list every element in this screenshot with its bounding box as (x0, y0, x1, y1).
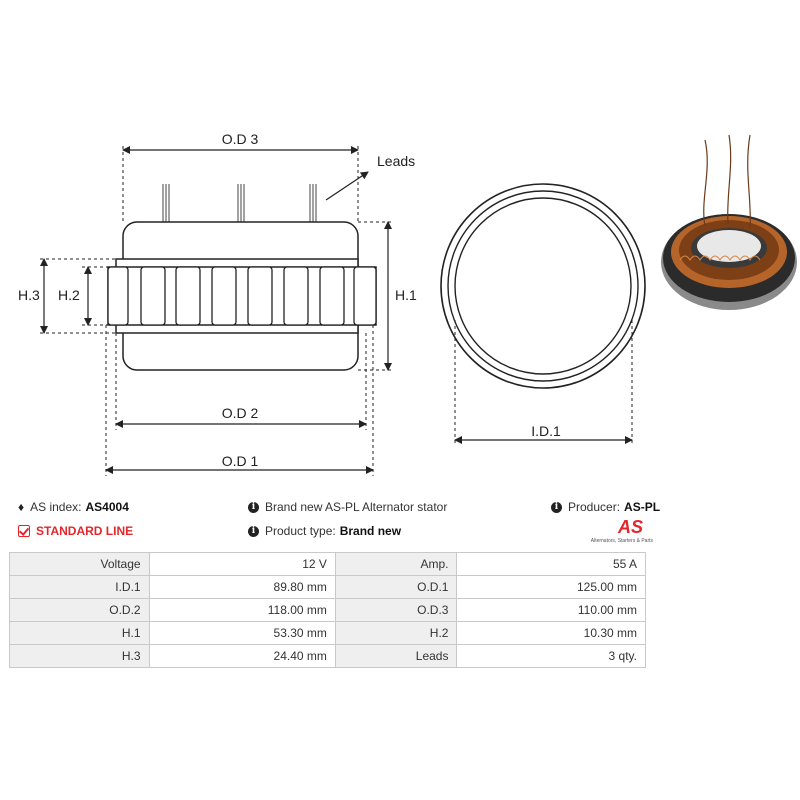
as-index: ♦ AS index: AS4004 (18, 500, 129, 514)
stator-top-view (440, 183, 646, 389)
check-square-icon (18, 525, 30, 537)
h2-label: H.2 (58, 287, 80, 303)
spec-label: H.3 (9, 644, 150, 668)
stator-side-view (107, 184, 377, 371)
h1-label: H.1 (395, 287, 417, 303)
leads-label: Leads (377, 153, 415, 169)
spec-label: O.D.2 (9, 598, 150, 622)
spec-label: I.D.1 (9, 575, 150, 599)
spec-value: 12 V (148, 552, 336, 576)
technical-drawing: O.D 3 Leads O.D 2 O.D 1 H.1 H.2 H.3 I.D.… (18, 131, 797, 476)
stator-product-photo (661, 134, 797, 310)
producer-label: Producer: (568, 500, 621, 514)
as-logo: AS Alternators, Starters & Parts (583, 517, 653, 547)
spec-value: 125.00 mm (456, 575, 646, 599)
spec-label: H.1 (9, 621, 150, 645)
info-icon: i (551, 501, 562, 513)
producer-value: AS-PL (624, 500, 661, 514)
product-type-label: Product type: (265, 524, 336, 538)
od2-label: O.D 2 (222, 405, 259, 421)
spec-label: O.D.3 (334, 598, 458, 622)
as-index-value: AS4004 (85, 500, 129, 514)
logo-tagline: Alternators, Starters & Parts (590, 538, 653, 544)
spec-value: 3 qty. (456, 644, 646, 668)
product-type-value: Brand new (339, 524, 402, 538)
as-index-label: AS index: (30, 500, 82, 514)
tags-icon: ♦ (18, 500, 25, 514)
spec-label: O.D.1 (334, 575, 458, 599)
info-icon: i (248, 525, 259, 537)
logo-mark: AS (617, 517, 643, 537)
producer: i Producer: AS-PL (551, 500, 660, 514)
spec-label: Leads (334, 644, 458, 668)
spec-value: 110.00 mm (456, 598, 646, 622)
standard-line-label: STANDARD LINE (36, 524, 134, 538)
spec-value: 55 A (456, 552, 646, 576)
od1-label: O.D 1 (222, 453, 259, 469)
spec-label: H.2 (334, 621, 458, 645)
standard-line: STANDARD LINE (18, 524, 133, 538)
id1-label: I.D.1 (531, 423, 561, 439)
spec-value: 10.30 mm (456, 621, 646, 645)
spec-value: 89.80 mm (148, 575, 336, 599)
spec-value: 53.30 mm (148, 621, 336, 645)
info-icon: i (248, 501, 259, 513)
h3-label: H.3 (18, 287, 40, 303)
description-text: Brand new AS-PL Alternator stator (265, 500, 448, 514)
spec-value: 118.00 mm (148, 598, 336, 622)
spec-label: Voltage (9, 552, 150, 576)
description: i Brand new AS-PL Alternator stator (248, 500, 447, 514)
product-type: i Product type: Brand new (248, 524, 401, 538)
spec-label: Amp. (334, 552, 458, 576)
od3-label: O.D 3 (222, 131, 259, 147)
spec-value: 24.40 mm (148, 644, 336, 668)
